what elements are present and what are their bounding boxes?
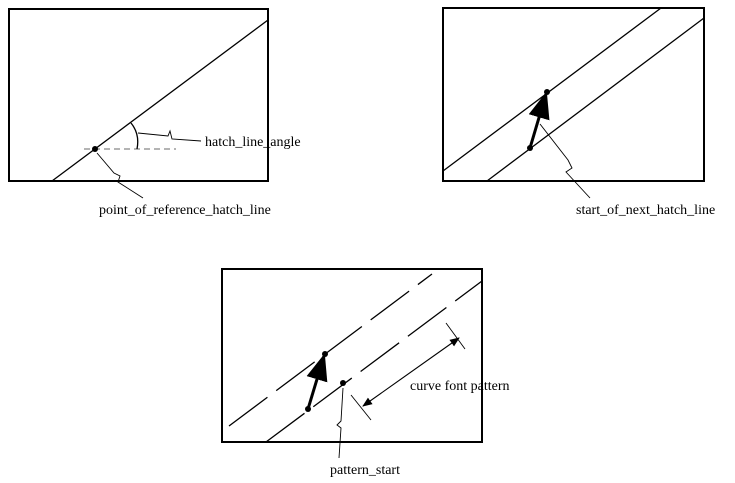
- vector-end-point: [544, 89, 550, 95]
- dashed-hatch-line-upper: [228, 273, 433, 427]
- angle-leader-line: [137, 129, 202, 142]
- vector-start-point: [527, 145, 533, 151]
- pattern-start-point: [340, 380, 346, 386]
- hatch-line-angle-label: hatch_line_angle: [205, 135, 301, 150]
- panel-curve-font-pattern: curve font pattern pattern_start: [221, 268, 510, 478]
- next-hatch-line-leader-line: [539, 123, 591, 199]
- panel-1-frame: [8, 8, 269, 182]
- panel-3-frame: [221, 268, 483, 443]
- dimension-extension-line-start: [350, 394, 372, 421]
- reference-point-leader-line: [96, 152, 144, 199]
- panel-2-frame: [442, 7, 705, 182]
- dimension-extension-line-end: [445, 322, 466, 350]
- vector-end-point: [322, 351, 328, 357]
- pattern-length-dimension-arrow: [362, 337, 460, 407]
- point-of-reference-hatch-line-label: point_of_reference_hatch_line: [99, 203, 271, 218]
- hatch-line: [51, 19, 269, 182]
- pattern-start-leader-line: [336, 387, 344, 459]
- next-line-vector: [306, 353, 328, 410]
- angle-arc: [130, 122, 139, 150]
- curve-font-pattern-label: curve font pattern: [410, 379, 510, 394]
- upper-hatch-line: [442, 7, 662, 172]
- dashed-hatch-line-lower: [265, 280, 483, 443]
- reference-point: [92, 146, 98, 152]
- start-of-next-hatch-line-label: start_of_next_hatch_line: [576, 203, 715, 218]
- next-hatch-line-vector: [528, 91, 550, 149]
- panel-reference-hatch-line: hatch_line_angle point_of_reference_hatc…: [8, 8, 301, 218]
- panel-next-hatch-line: start_of_next_hatch_line: [442, 7, 715, 218]
- lower-hatch-line: [486, 17, 705, 182]
- pattern-start-label: pattern_start: [330, 463, 400, 478]
- vector-start-point: [305, 406, 311, 412]
